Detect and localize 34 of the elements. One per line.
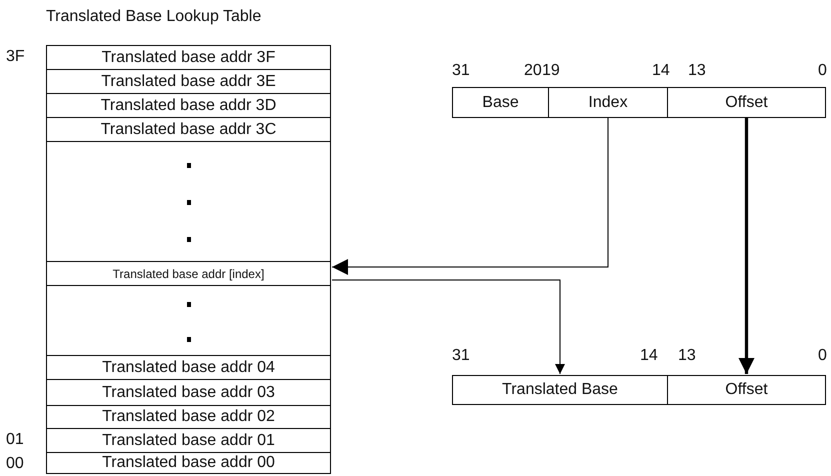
bit-number: 13: [678, 347, 696, 365]
lookup-table-row: Translated base addr 3D: [46, 93, 331, 118]
bit-number: 0: [818, 347, 827, 365]
arrow: [738, 118, 754, 374]
bit-number: 31: [452, 347, 470, 365]
register-field: Offset: [667, 375, 826, 405]
bit-number: 14: [640, 347, 658, 365]
arrow: [332, 280, 565, 374]
register-field: Translated Base: [452, 375, 668, 405]
row-address: 3F: [6, 48, 25, 66]
lookup-table-row: Translated base addr 04: [46, 355, 331, 380]
row-address: 00: [6, 455, 24, 473]
bit-number: 31: [452, 62, 470, 80]
arrow: [332, 118, 608, 275]
lookup-table-row: Translated base addr 3E: [46, 69, 331, 94]
bit-number: 14: [652, 62, 670, 80]
lookup-table-row: Translated base addr 03: [46, 379, 331, 406]
register-field: Index: [548, 87, 668, 118]
lookup-table-row: Translated base addr 01: [46, 428, 331, 453]
lookup-table-row: Translated base addr 3F: [46, 45, 331, 70]
bit-number: 13: [688, 62, 706, 80]
register-field: Offset: [667, 87, 826, 118]
lookup-table-row: Translated base addr 3C: [46, 117, 331, 142]
lookup-table-row: Translated base addr 00: [46, 452, 331, 474]
diagram-title: Translated Base Lookup Table: [46, 8, 262, 26]
lookup-table-row: Translated base addr [index]: [46, 261, 331, 286]
register-field: Base: [452, 87, 549, 118]
bit-number: 20: [524, 62, 542, 80]
bit-number: 0: [818, 62, 827, 80]
lookup-table-row: [46, 141, 331, 262]
bit-number: 19: [542, 62, 560, 80]
lookup-table-row: [46, 285, 331, 356]
row-address: 01: [6, 431, 24, 449]
lookup-table-row: Translated base addr 02: [46, 405, 331, 429]
